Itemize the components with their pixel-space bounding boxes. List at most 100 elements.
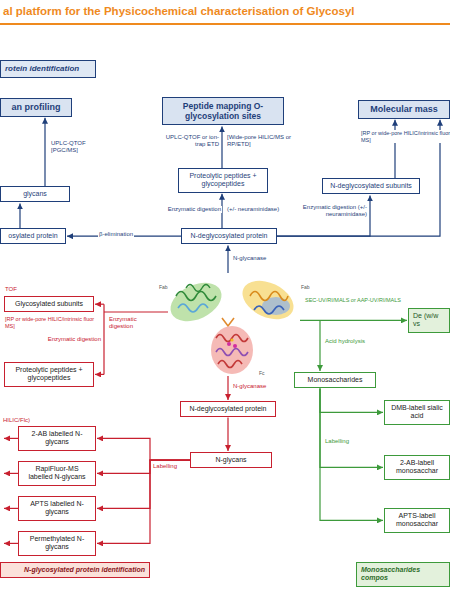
method-label: TOF xyxy=(4,286,18,293)
page-title: al platform for the Physicochemical char… xyxy=(3,5,355,17)
process-box: N-glycans xyxy=(190,452,272,468)
flow-line xyxy=(227,376,228,400)
ribbon xyxy=(254,306,284,314)
method-label: [RP or wide-pore HILIC/intrinsic fluor M… xyxy=(4,316,102,329)
process-box: DMB-labell sialic acid xyxy=(384,400,450,425)
process-box: APTS labelled N-glycans xyxy=(18,496,96,521)
result-box: De (w/w vs xyxy=(408,308,450,333)
edge-label: β-elimination xyxy=(98,231,134,238)
box-text: Glycosylated subunits xyxy=(9,300,89,308)
box-text: APTS-labell monosacchar xyxy=(389,512,445,529)
process-box: N-deglycosylated subunits xyxy=(322,178,420,194)
process-box: 2-AB labelled N-glycans xyxy=(18,426,96,451)
box-text: osylated protein xyxy=(5,232,61,240)
box-text: 2-AB-labell monosacchar xyxy=(389,459,445,476)
process-box: RapiFluor-MS labelled N-glycans xyxy=(18,461,96,486)
process-box: APTS-labell monosacchar xyxy=(384,508,450,533)
box-text: Permethylated N-glycans xyxy=(23,535,91,552)
method-label: Labelling xyxy=(152,463,178,470)
process-box: osylated protein xyxy=(0,228,66,244)
box-text: Proteolytic peptides + glycopeptides xyxy=(9,366,89,383)
fab-domain xyxy=(236,273,299,327)
box-text: Monosaccharides xyxy=(299,376,371,384)
flow-line xyxy=(95,374,104,375)
method-label: Enzymatic digestion xyxy=(108,316,158,330)
flow-arrow xyxy=(97,460,190,473)
flow-arrow xyxy=(227,417,228,451)
flow-line xyxy=(300,320,407,321)
title-text: al platform for the Physicochemical char… xyxy=(3,5,355,17)
method-box: Molecular mass xyxy=(358,100,450,119)
flow-line xyxy=(4,543,18,544)
edge-label: Enzymatic digestion (+/- neuraminidase) xyxy=(294,204,368,218)
flow-line xyxy=(4,473,18,474)
box-text: Peptide mapping O-glycosylation sites xyxy=(167,101,279,121)
method-label: Labelling xyxy=(324,438,350,445)
flow-line xyxy=(4,438,18,439)
section-header: rotein identification xyxy=(0,60,96,78)
method-label: [RP or wide-pore HILIC/intrinsic fluor M… xyxy=(360,130,450,143)
box-text: N-deglycosylated protein xyxy=(185,405,271,413)
box-text: 2-AB labelled N-glycans xyxy=(23,430,91,447)
ribbon xyxy=(250,292,288,301)
process-box: Glycosylated subunits xyxy=(4,296,94,312)
flow-arrow xyxy=(221,126,222,168)
glycan xyxy=(227,342,231,346)
flow-arrow xyxy=(97,460,190,543)
box-text: N-glycosylated protein identification xyxy=(5,566,145,574)
box-text: N-deglycosylated subunits xyxy=(327,182,415,190)
ribbon xyxy=(216,349,248,356)
box-text: an profiling xyxy=(5,102,67,113)
method-label: SEC-UV/RI/MALS or AAP-UV/RI/MALS xyxy=(304,297,406,304)
flow-arrow xyxy=(97,460,190,508)
process-box: glycans xyxy=(0,186,70,202)
box-text: glycans xyxy=(5,190,65,198)
method-label: [Wide-pore HILIC/MS or RP/ETD] xyxy=(226,134,300,148)
box-text: De (w/w vs xyxy=(413,312,445,329)
box-text: Proteolytic peptides + glycopeptides xyxy=(183,172,263,189)
box-text: N-glycans xyxy=(195,456,267,464)
box-text: Molecular mass xyxy=(363,104,445,115)
process-box: Permethylated N-glycans xyxy=(18,531,96,556)
process-box: Monosaccharides xyxy=(294,372,376,388)
fc-domain xyxy=(211,326,253,374)
method-label: Enzymatic digestion xyxy=(38,336,102,343)
box-text: APTS labelled N-glycans xyxy=(23,500,91,517)
method-label: HILIC/Flc) xyxy=(2,417,31,424)
flow-line xyxy=(104,311,168,312)
glycan xyxy=(233,344,237,348)
method-box: Peptide mapping O-glycosylation sites xyxy=(162,97,284,125)
flow-arrow xyxy=(277,195,370,236)
method-label: UPLC-QTOF [PGC/MS] xyxy=(50,140,94,154)
glycan xyxy=(230,338,233,341)
process-box: 2-AB-labell monosacchar xyxy=(384,455,450,480)
section-header: N-glycosylated protein identification xyxy=(0,562,150,578)
ribbon xyxy=(176,292,216,301)
flow-arrow xyxy=(320,388,383,520)
ribbon xyxy=(218,361,242,368)
method-label: Fab xyxy=(158,284,169,290)
flow-arrow xyxy=(97,438,190,460)
flow-arrow xyxy=(320,388,383,467)
flow-arrow xyxy=(44,118,45,186)
title-rule xyxy=(0,23,450,25)
box-text: DMB-labell sialic acid xyxy=(389,404,445,421)
ribbon xyxy=(186,285,210,292)
method-label: (+/- neuraminidase) xyxy=(226,206,280,213)
process-box: Proteolytic peptides + glycopeptides xyxy=(178,168,268,193)
flow-line xyxy=(4,508,18,509)
flow-arrow xyxy=(19,203,20,228)
box-text: N-deglycosylated protein xyxy=(186,232,272,240)
flow-line xyxy=(227,245,228,273)
flow-arrow xyxy=(394,120,395,178)
method-label: Fab xyxy=(300,284,311,290)
method-label: N-glycanase xyxy=(232,255,267,262)
protein-structure xyxy=(164,273,299,374)
method-label: Fc xyxy=(258,370,266,376)
box-text: rotein identification xyxy=(5,64,91,74)
flow-line xyxy=(103,304,104,374)
box-text: RapiFluor-MS labelled N-glycans xyxy=(23,465,91,482)
fab-domain xyxy=(164,275,227,329)
ribbon xyxy=(216,335,248,342)
